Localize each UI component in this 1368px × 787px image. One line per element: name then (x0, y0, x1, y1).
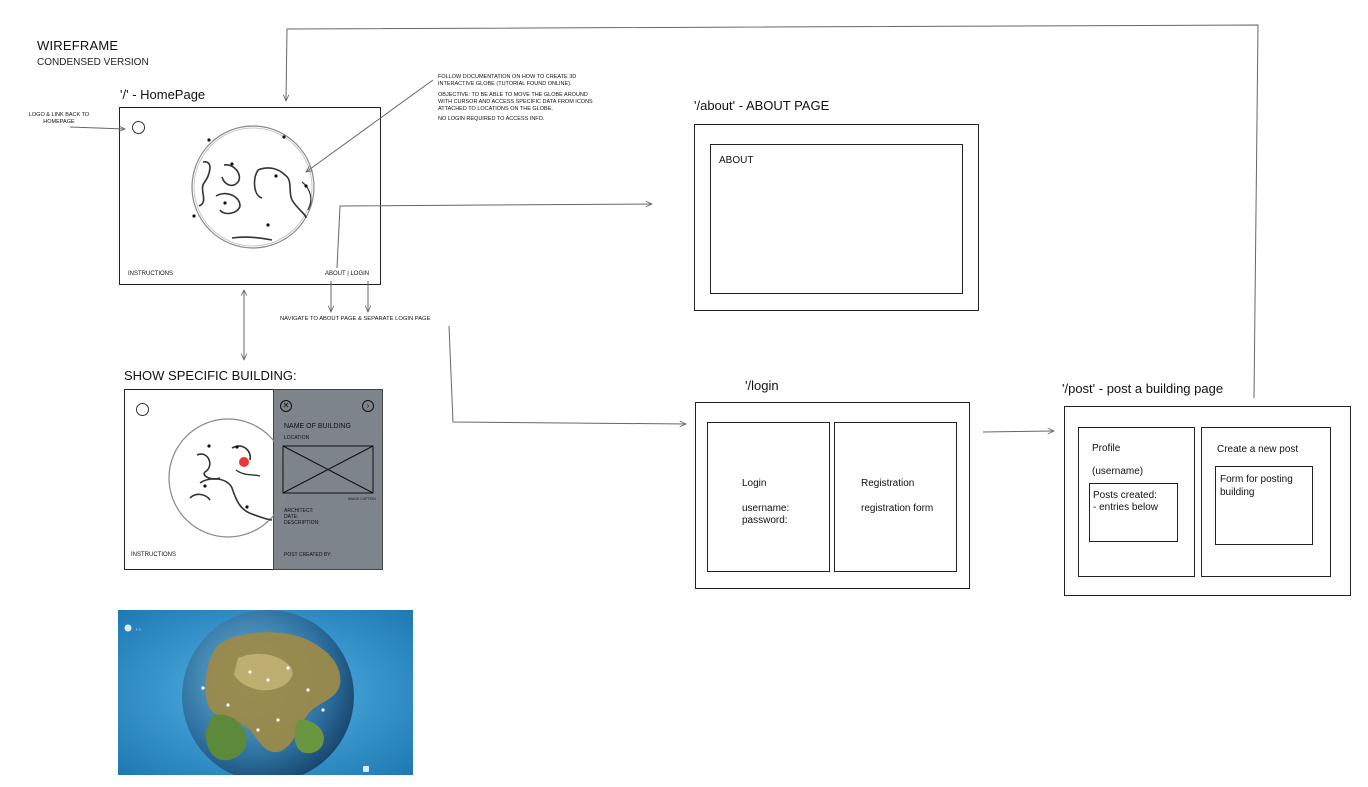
homepage-frame: INSTRUCTIONS ABOUT | LOGIN (119, 107, 381, 285)
post-form-label: Form for posting building (1220, 474, 1293, 498)
about-content-box: ABOUT (710, 144, 963, 294)
registration-title: Registration (861, 478, 915, 489)
homepage-instructions[interactable]: INSTRUCTIONS (128, 271, 173, 277)
about-label: ABOUT (719, 155, 754, 166)
create-post-panel: Create a new post Form for posting build… (1201, 427, 1331, 577)
building-architect: ARCHITECT: (284, 508, 314, 514)
logo-icon[interactable] (136, 403, 149, 416)
homepage-about-login-link[interactable]: ABOUT | LOGIN (325, 271, 370, 277)
svg-text:‹ ›: ‹ › (136, 627, 141, 633)
posts-created-box: Posts created: - entries below (1089, 483, 1178, 542)
login-title: Login (742, 478, 767, 489)
building-date: DATE: (284, 514, 299, 520)
create-post-title: Create a new post (1217, 444, 1299, 455)
close-icon[interactable]: ✕ (280, 400, 292, 412)
globe-note-line-3: NO LOGIN REQUIRED TO ACCESS INFO. (438, 116, 545, 123)
post-route-label: '/post' - post a building page (1062, 381, 1224, 396)
chevron-right-icon[interactable]: › (362, 400, 374, 412)
building-post-created-by: POST CREATED BY: (284, 552, 332, 558)
globe-note-line-2: OBJECTIVE: TO BE ABLE TO MOVE THE GLOBE … (438, 91, 593, 112)
building-detail-panel: ✕ › NAME OF BUILDING LOCATION ARCHITECT:… (273, 389, 383, 570)
login-frame: Login username: password: Registration r… (695, 402, 970, 589)
globe-screenshot: ‹ › (118, 610, 413, 775)
registration-form[interactable]: registration form (861, 503, 934, 514)
login-route-label: '/login (745, 378, 779, 393)
building-name: NAME OF BUILDING (284, 423, 351, 430)
building-instructions[interactable]: INSTRUCTIONS (131, 552, 176, 558)
building-location: LOCATION (284, 435, 310, 441)
posts-created-label: Posts created: (1093, 490, 1157, 501)
profile-title: Profile (1092, 443, 1121, 454)
about-route-label: '/about' - ABOUT PAGE (694, 98, 830, 113)
registration-panel: Registration registration form (834, 422, 957, 572)
building-section-title: SHOW SPECIFIC BUILDING: (124, 368, 297, 383)
logo-icon[interactable] (132, 121, 145, 134)
login-panel: Login username: password: (707, 422, 830, 572)
profile-panel: Profile (username) Posts created: - entr… (1078, 427, 1195, 577)
homepage-route-label: '/' - HomePage (120, 87, 206, 102)
profile-username: (username) (1092, 466, 1144, 477)
post-form-box[interactable]: Form for posting building (1215, 466, 1313, 545)
navigate-note: NAVIGATE TO ABOUT PAGE & SEPARATE LOGIN … (280, 316, 431, 322)
post-frame: Profile (username) Posts created: - entr… (1064, 406, 1351, 596)
password-field[interactable]: password: (742, 515, 788, 526)
wireframe-title: WIREFRAME (37, 38, 119, 53)
building-description: DESCRIPTION: (284, 520, 320, 526)
username-field[interactable]: username: (742, 503, 790, 514)
globe-screenshot-image: ‹ › (118, 610, 413, 775)
posts-entries-note: - entries below (1093, 502, 1159, 513)
globe-note: FOLLOW DOCUMENTATION ON HOW TO CREATE 3D… (438, 74, 598, 123)
wireframe-subtitle: CONDENSED VERSION (37, 57, 149, 68)
logo-note: LOGO & LINK BACK TO HOMEPAGE (28, 112, 90, 125)
about-frame: ABOUT (694, 124, 979, 311)
globe-note-line-1: FOLLOW DOCUMENTATION ON HOW TO CREATE 3D… (438, 74, 577, 87)
